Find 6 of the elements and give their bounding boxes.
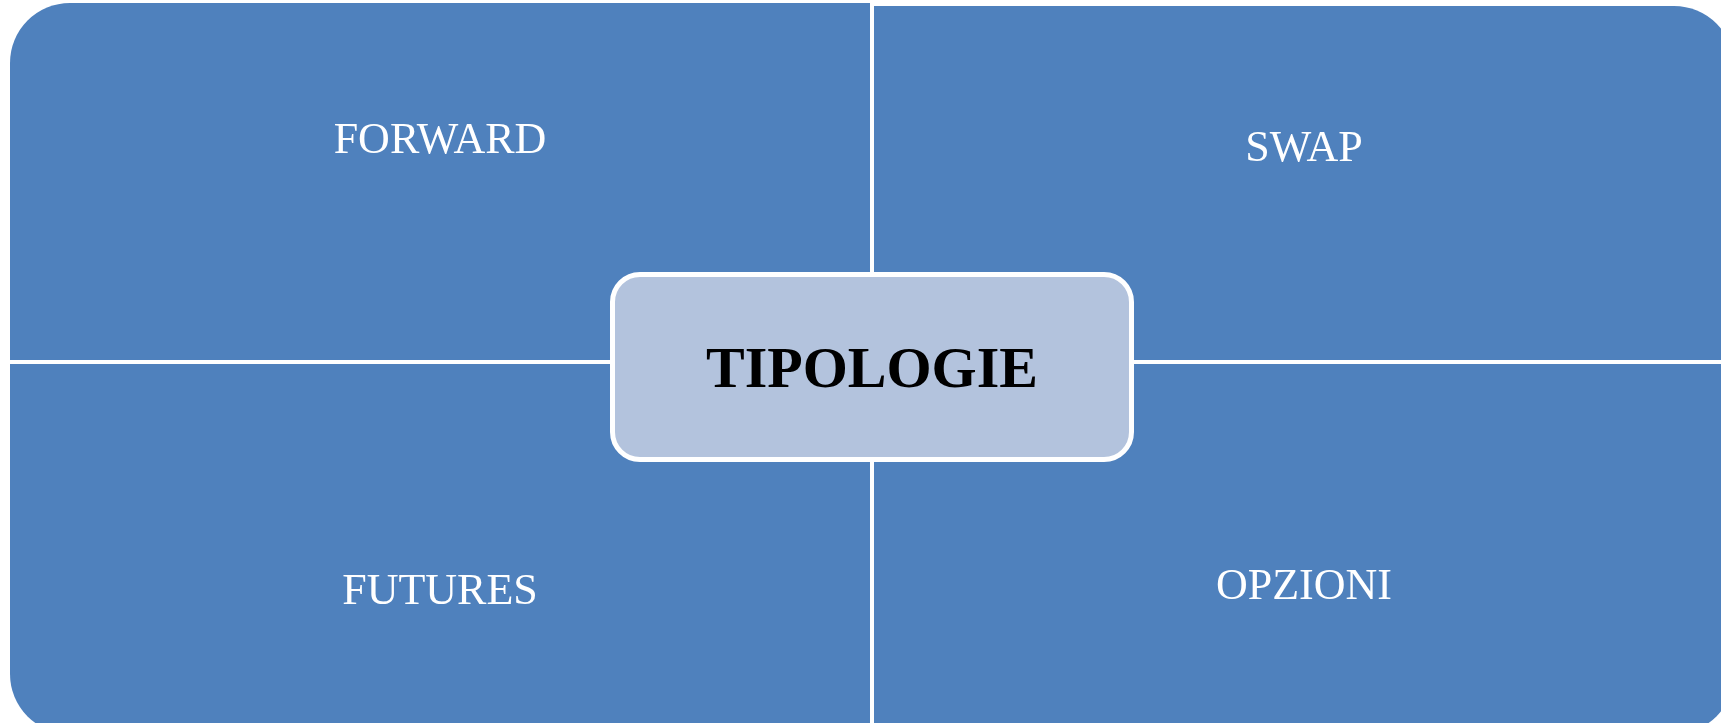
center-box [610, 272, 1134, 462]
category-label: FUTURES [342, 565, 538, 614]
center-title: TIPOLOGIE [706, 333, 1038, 401]
category-label: FORWARD [333, 114, 547, 163]
category-label: SWAP [1245, 122, 1363, 171]
category-label: OPZIONI [1216, 560, 1392, 609]
